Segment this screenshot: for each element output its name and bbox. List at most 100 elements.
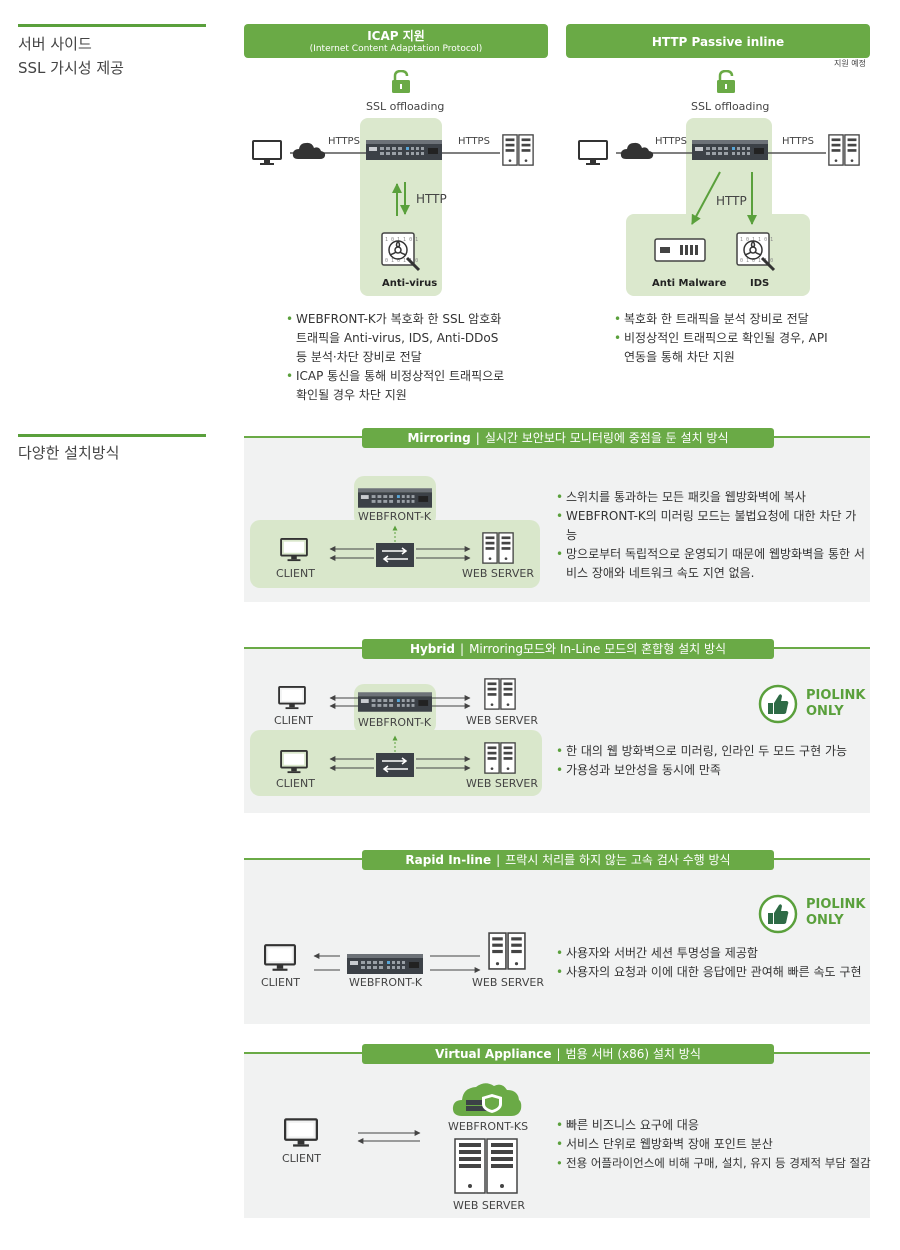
biohazard-icon xyxy=(736,232,776,272)
webfront-appliance-icon xyxy=(692,140,768,160)
rapid-bullet: 사용자의 요청과 이에 대한 응답에만 관여해 빠른 속도 구현 xyxy=(556,963,866,982)
hybrid-desc: Mirroring모드와 In-Line 모드의 혼합형 설치 방식 xyxy=(469,642,727,656)
mirroring-arrows xyxy=(329,525,471,561)
section-title-ssl: 서버 사이드 SSL 가시성 제공 xyxy=(18,32,124,80)
mirroring-bullet: 스위치를 통과하는 모든 패킷을 웹방화벽에 복사 xyxy=(556,488,866,507)
icap-title-box: ICAP 지원 (Internet Content Adaptation Pro… xyxy=(244,24,548,58)
hybrid-badge: PIOLINK ONLY xyxy=(806,688,866,720)
mirroring-name: Mirroring xyxy=(407,431,471,445)
web-server-icon xyxy=(484,742,516,774)
virtual-device-label: WEBFRONT-KS xyxy=(448,1120,529,1133)
section-title-line2: SSL 가시성 제공 xyxy=(18,59,124,77)
hybrid-device-label: WEBFRONT-K xyxy=(358,716,432,729)
thumbs-up-icon xyxy=(758,684,798,724)
client-monitor-icon xyxy=(264,944,296,972)
section-title-install: 다양한 설치방식 xyxy=(18,444,120,462)
web-server-icon xyxy=(488,932,526,970)
rapid-bullets: 사용자와 서버간 세션 투명성을 제공함 사용자의 요청과 이에 대한 응답에만… xyxy=(556,944,866,982)
icap-https-left: HTTPS xyxy=(328,136,360,147)
mirroring-bullet: 망으로부터 독립적으로 운영되기 때문에 웹방화벽을 통한 서비스 장애와 네트… xyxy=(556,545,866,583)
lock-icon xyxy=(716,70,736,94)
rapid-pill: Rapid In-line|프락시 처리를 하지 않는 고속 검사 수행 방식 xyxy=(362,850,774,870)
icap-http-arrows xyxy=(392,182,410,216)
hybrid-pill: Hybrid|Mirroring모드와 In-Line 모드의 혼합형 설치 방… xyxy=(362,639,774,659)
badge-line2: ONLY xyxy=(806,913,844,928)
mirroring-bullets: 스위치를 통과하는 모든 패킷을 웹방화벽에 복사 WEBFRONT-K의 미러… xyxy=(556,488,866,583)
anti-malware-icon xyxy=(654,238,706,262)
hybrid-server1-label: WEB SERVER xyxy=(466,714,538,727)
client-monitor-icon xyxy=(284,1118,318,1148)
passive-https-right: HTTPS xyxy=(782,136,814,147)
mirroring-device-label: WEBFRONT-K xyxy=(358,510,432,523)
webfront-appliance-icon xyxy=(358,488,432,508)
hybrid-bullet: 가용성과 보안성을 동시에 만족 xyxy=(556,761,866,780)
web-server-icon xyxy=(482,532,514,564)
webfront-appliance-icon xyxy=(366,140,442,160)
hybrid-mirror-arrows xyxy=(329,735,471,771)
antivirus-label: Anti-virus xyxy=(382,278,438,289)
section-divider xyxy=(18,434,206,437)
client-monitor-icon xyxy=(578,140,608,166)
passive-bullets: 복호화 한 트래픽을 분석 장비로 전달 비정상적인 트래픽으로 확인될 경우,… xyxy=(614,310,840,367)
hybrid-client1-label: CLIENT xyxy=(274,714,313,727)
web-server-icon xyxy=(502,134,534,166)
webfront-ks-cloud-icon xyxy=(452,1083,522,1116)
icap-bullet: ICAP 통신을 통해 비정상적인 트래픽으로 확인될 경우 차단 지원 xyxy=(286,367,512,405)
mirroring-pill: Mirroring|실시간 보안보다 모니터링에 중점을 둔 설치 방식 xyxy=(362,428,774,448)
rapid-server-label: WEB SERVER xyxy=(472,976,544,989)
passive-note: 지원 예정 xyxy=(834,59,866,68)
rapid-bullet: 사용자와 서버간 세션 투명성을 제공함 xyxy=(556,944,866,963)
thumbs-up-icon xyxy=(758,894,798,934)
passive-title: HTTP Passive inline xyxy=(651,35,785,49)
icap-title: ICAP 지원 xyxy=(367,29,425,43)
client-monitor-icon xyxy=(280,750,308,774)
icap-https-right: HTTPS xyxy=(458,136,490,147)
hybrid-name: Hybrid xyxy=(409,642,456,656)
hybrid-client2-label: CLIENT xyxy=(276,777,315,790)
lock-icon xyxy=(391,70,411,94)
mirroring-desc: 실시간 보안보다 모니터링에 중점을 둔 설치 방식 xyxy=(484,431,729,445)
icap-subtitle: (Internet Content Adaptation Protocol) xyxy=(309,44,483,54)
section-title-line1: 서버 사이드 xyxy=(18,35,92,53)
cloud-icon xyxy=(292,142,326,159)
icap-bullet: WEBFRONT-K가 복호화 한 SSL 암호화 트래픽을 Anti-viru… xyxy=(286,310,512,367)
web-server-icon xyxy=(454,1138,518,1194)
mirroring-bullet: WEBFRONT-K의 미러링 모드는 불법요청에 대한 차단 가능 xyxy=(556,507,866,545)
rapid-desc: 프락시 처리를 하지 않는 고속 검사 수행 방식 xyxy=(505,853,731,867)
virtual-bullet: 서비스 단위로 웹방화벽 장애 포인트 분산 xyxy=(556,1135,868,1154)
virtual-bullet: 빠른 비즈니스 요구에 대응 xyxy=(556,1116,868,1135)
rapid-device-label: WEBFRONT-K xyxy=(349,976,423,989)
icap-bullets: WEBFRONT-K가 복호화 한 SSL 암호화 트래픽을 Anti-viru… xyxy=(286,310,512,405)
hybrid-server2-label: WEB SERVER xyxy=(466,777,538,790)
virtual-name: Virtual Appliance xyxy=(435,1047,552,1061)
passive-http-arrows xyxy=(691,171,757,225)
biohazard-icon xyxy=(381,232,421,272)
anti-malware-label: Anti Malware xyxy=(652,278,727,289)
badge-line1: PIOLINK xyxy=(806,688,866,703)
rapid-client-label: CLIENT xyxy=(261,976,300,989)
passive-title-box: HTTP Passive inline xyxy=(566,24,870,58)
virtual-client-label: CLIENT xyxy=(282,1152,321,1165)
rapid-name: Rapid In-line xyxy=(405,853,492,867)
client-monitor-icon xyxy=(278,686,306,710)
web-server-icon xyxy=(828,134,860,166)
icap-ssl-label: SSL offloading xyxy=(366,100,445,113)
rapid-arrows xyxy=(313,953,481,973)
virtual-bullets: 빠른 비즈니스 요구에 대응 서비스 단위로 웹방화벽 장애 포인트 분산 전용… xyxy=(556,1116,871,1173)
ids-label: IDS xyxy=(750,278,770,289)
rapid-badge: PIOLINK ONLY xyxy=(806,897,866,929)
passive-https-left: HTTPS xyxy=(655,136,687,147)
client-monitor-icon xyxy=(280,538,308,562)
virtual-pill: Virtual Appliance|범용 서버 (x86) 설치 방식 xyxy=(362,1044,774,1064)
hybrid-bullets: 한 대의 웹 방화벽으로 미러링, 인라인 두 모드 구현 가능 가용성과 보안… xyxy=(556,742,866,780)
virtual-bullet: 전용 어플라이언스에 비해 구매, 설치, 유지 등 경제적 부담 절감 xyxy=(556,1154,871,1173)
rapid-panel xyxy=(244,860,870,1024)
icap-http-label: HTTP xyxy=(416,192,447,206)
hybrid-inline-arrows xyxy=(329,695,471,709)
client-monitor-icon xyxy=(252,140,282,166)
passive-http-label: HTTP xyxy=(716,194,747,208)
passive-bullet: 복호화 한 트래픽을 분석 장비로 전달 xyxy=(614,310,840,329)
badge-line2: ONLY xyxy=(806,704,844,719)
hybrid-bullet: 한 대의 웹 방화벽으로 미러링, 인라인 두 모드 구현 가능 xyxy=(556,742,866,761)
passive-ssl-label: SSL offloading xyxy=(691,100,770,113)
